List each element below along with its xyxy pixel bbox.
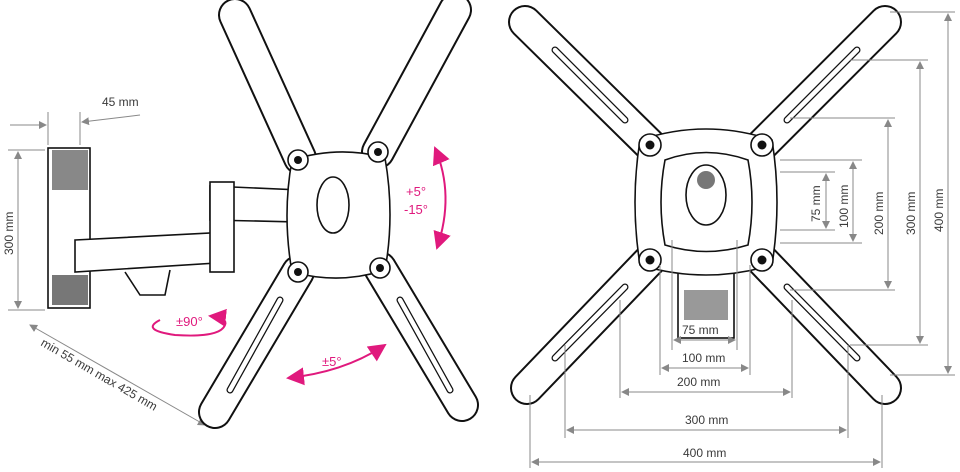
horizontal-200-label: 200 mm: [677, 375, 720, 389]
tilt-up-label: +5°: [406, 184, 426, 199]
front-vesa-bracket: [508, 5, 902, 405]
side-view: [47, 147, 301, 309]
swivel-label: ±90°: [176, 314, 203, 329]
extension-label: min 55 mm max 425 mm: [39, 335, 160, 413]
horizontal-300-label: 300 mm: [685, 413, 728, 427]
depth-label: 45 mm: [102, 95, 139, 109]
vertical-200-label: 200 mm: [872, 192, 886, 235]
vertical-100-label: 100 mm: [837, 185, 851, 228]
horizontal-75-label: 75 mm: [682, 323, 719, 337]
center-hole: [316, 176, 350, 234]
height-label: 300 mm: [2, 212, 16, 255]
front-vertical-dimensions: 75 mm 100 mm 200 mm 300 mm 400 mm: [780, 11, 955, 376]
arm-joint: [209, 181, 235, 273]
side-vesa-bracket: [198, 0, 479, 429]
front-horizontal-dimensions: 75 mm 100 mm 200 mm 300 mm 400 mm: [529, 240, 883, 468]
arm-clamp: [124, 269, 171, 296]
rotation-label: ±5°: [322, 354, 342, 369]
swivel-arrow-icon: [151, 308, 227, 337]
motion-indicators: ±90° ±5° +5° -15°: [151, 146, 451, 386]
tilt-down-label: -15°: [404, 202, 428, 217]
vertical-300-label: 300 mm: [904, 192, 918, 235]
vertical-400-label: 400 mm: [932, 189, 946, 232]
lower-arm: [74, 231, 233, 273]
horizontal-400-label: 400 mm: [683, 446, 726, 460]
front-center-hole: [685, 164, 727, 226]
wall-plate-top-cover: [52, 150, 88, 190]
horizontal-100-label: 100 mm: [682, 351, 725, 365]
rotation-arrow-icon: [286, 343, 387, 386]
wall-plate-bottom-cover: [52, 275, 88, 305]
tilt-arrow-icon: [432, 146, 451, 250]
vertical-75-label: 75 mm: [809, 185, 823, 222]
arm-connector-cover: [684, 290, 728, 320]
